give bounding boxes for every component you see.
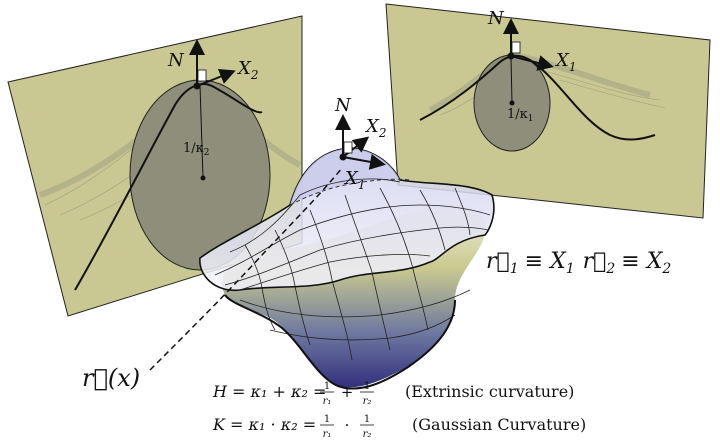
left-normal-label: N — [167, 50, 185, 71]
center-x2-label: X2 — [364, 116, 386, 140]
svg-text:1: 1 — [364, 381, 370, 392]
left-radius-label: 1/κ2 — [183, 141, 210, 158]
central-surface: N X2 X1 — [149, 95, 495, 390]
surface-front-edge — [224, 294, 456, 390]
position-vector-line — [149, 167, 343, 371]
svg-text:·: · — [345, 416, 350, 434]
svg-text:r₁: r₁ — [323, 396, 332, 407]
right-tangent-label: X1 — [554, 50, 576, 74]
right-radius-label: 1/κ1 — [507, 107, 534, 124]
left-normal-section-curve — [74, 83, 263, 291]
svg-text:K = κ₁ · κ₂ =: K = κ₁ · κ₂ = — [212, 415, 316, 434]
center-x1-label: X1 — [343, 168, 365, 192]
svg-text:r₂: r₂ — [363, 396, 372, 407]
svg-text:1: 1 — [364, 414, 370, 425]
svg-text:r₁: r₁ — [323, 429, 332, 440]
right-tangent-arrow — [510, 55, 554, 71]
center-x1-arrow — [342, 154, 386, 170]
svg-text:+: + — [341, 383, 354, 401]
right-normal-label: N — [487, 8, 505, 29]
left-tangent-label: X2 — [236, 58, 258, 82]
svg-text:1: 1 — [324, 381, 330, 392]
left-tangent-arrow — [196, 69, 236, 87]
center-normal-label: N — [334, 95, 352, 116]
surface-grid-lines — [214, 178, 491, 361]
center-x2-arrow — [342, 136, 370, 158]
mean-curvature-equation: H = κ₁ + κ₂ = 1 r₁ + 1 r₂ (Extrinsic cur… — [212, 381, 574, 407]
gaussian-curvature-equation: K = κ₁ · κ₂ = 1 r₁ · 1 r₂ (Gaussian Curv… — [212, 414, 586, 440]
svg-text:r₂: r₂ — [363, 429, 372, 440]
svg-text:H = κ₁ + κ₂ =: H = κ₁ + κ₂ = — [212, 382, 326, 401]
extrinsic-note: (Extrinsic curvature) — [405, 382, 574, 401]
svg-text:1: 1 — [324, 414, 330, 425]
position-vector-label: r⃗(x) — [82, 364, 140, 392]
right-normal-plane: N X1 1/κ1 — [385, 3, 711, 219]
gaussian-note: (Gaussian Curvature) — [412, 415, 586, 434]
